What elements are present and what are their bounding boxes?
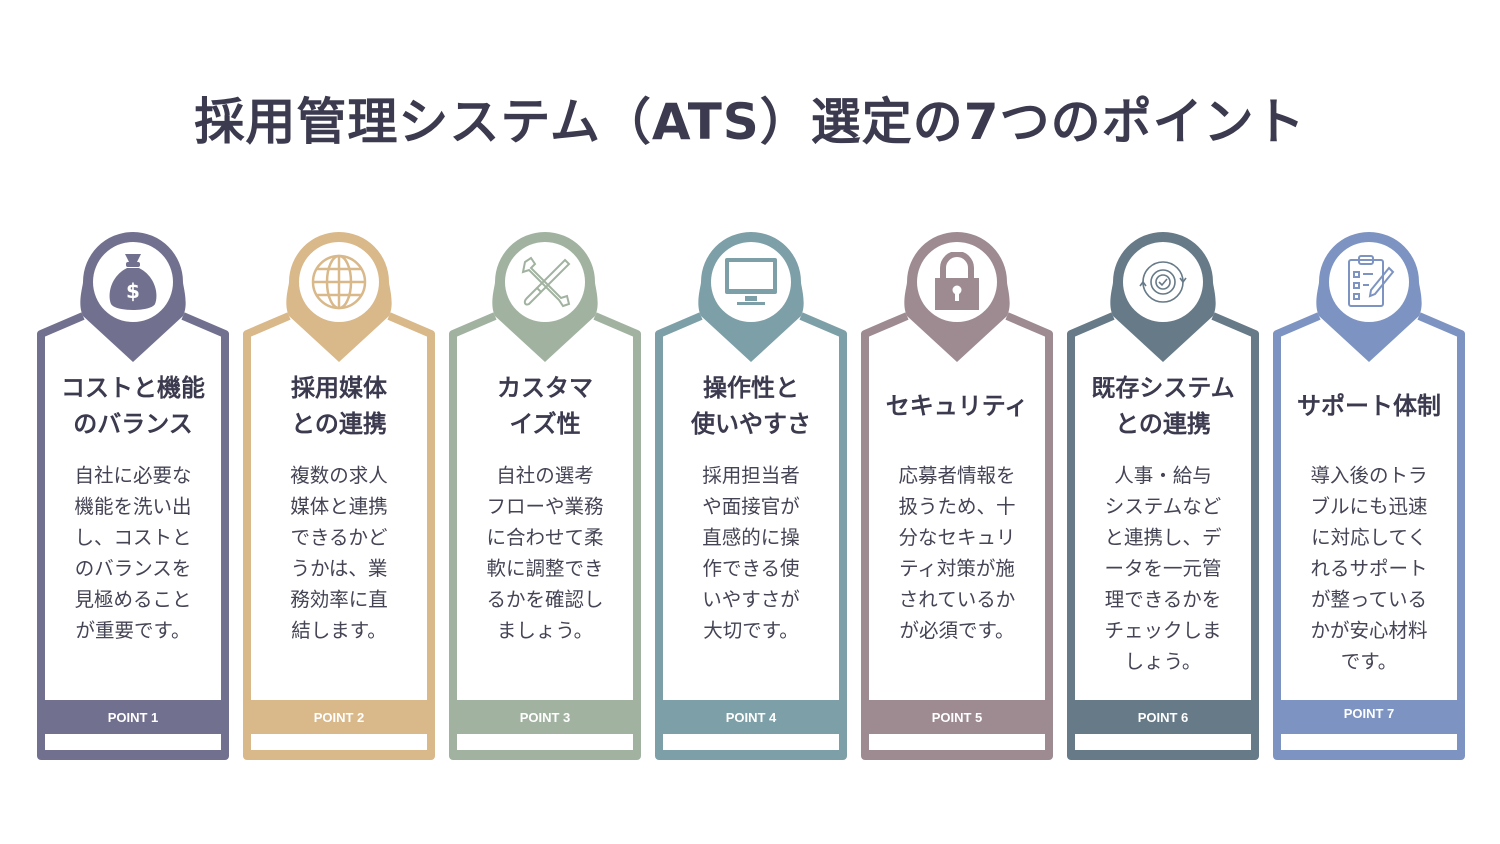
card-title-line: 操作性と <box>703 374 799 402</box>
card-description-line: 応募者情報を <box>898 464 1016 487</box>
card-description-line: 作できる使 <box>702 557 800 580</box>
card-title-line: 使いやすさ <box>691 410 811 438</box>
point-label: POINT 6 <box>1137 710 1189 725</box>
card-description-line: が必須です。 <box>899 619 1015 642</box>
card-title: サポート体制 <box>1283 388 1455 424</box>
point-label: POINT 3 <box>519 710 571 725</box>
globe-icon <box>299 242 379 322</box>
card-description-line: が整っている <box>1310 588 1428 611</box>
card-description-line: 導入後のトラ <box>1310 464 1428 487</box>
card-description-line: 直感的に操 <box>702 526 800 549</box>
monitor-icon <box>711 242 791 322</box>
card-description-line: です。 <box>1340 650 1398 673</box>
card-title: 既存システムとの連携 <box>1077 370 1249 442</box>
money-bag-icon: $ <box>93 242 173 322</box>
point-card-7: サポート体制 導入後のトラブルにも迅速に対応してくれるサポートが整っているかが安… <box>1273 220 1465 760</box>
card-description: 人事・給与システムなどと連携し、データを一元管理できるかをチェックしましょう。 <box>1087 460 1239 677</box>
card-description: 自社の選考フローや業務に合わせて柔軟に調整できるかを確認しましょう。 <box>469 460 621 646</box>
card-description: 応募者情報を扱うため、十分なセキュリティ対策が施されているかが必須です。 <box>881 460 1033 646</box>
card-description-line: 分なセキュリ <box>898 526 1016 549</box>
point-card-6: 既存システムとの連携 人事・給与システムなどと連携し、データを一元管理できるかを… <box>1067 220 1259 760</box>
card-description-line: 結します。 <box>291 619 387 642</box>
card-description-line: 人事・給与 <box>1114 464 1212 487</box>
card-description-line: いやすさが <box>702 588 800 611</box>
card-description-line: フローや業務 <box>486 495 604 518</box>
card-description-line: うかは、業 <box>290 557 388 580</box>
point-card-2: 採用媒体との連携 複数の求人媒体と連携できるかどうかは、業務効率に直結します。 … <box>243 220 435 760</box>
card-title-line: サポート体制 <box>1297 392 1441 420</box>
card-title-line: との連携 <box>291 410 387 438</box>
point-label: POINT 2 <box>313 710 365 725</box>
card-description-line: し、コストと <box>74 526 192 549</box>
point-card-5: セキュリティ 応募者情報を扱うため、十分なセキュリティ対策が施されているかが必須… <box>861 220 1053 760</box>
card-description-line: が重要です。 <box>75 619 191 642</box>
card-description-line: 自社に必要な <box>74 464 192 487</box>
card-title-line: 既存システム <box>1091 374 1235 402</box>
card-title-line: イズ性 <box>509 410 581 438</box>
gear-check-icon <box>1123 242 1203 322</box>
card-frame <box>1067 231 1259 760</box>
card-title: 操作性と使いやすさ <box>665 370 837 442</box>
point-card-1: $ コストと機能のバランス 自社に必要な機能を洗い出し、コストとのバランスを見極… <box>37 220 229 760</box>
point-label: POINT 1 <box>107 710 159 725</box>
card-title: セキュリティ <box>871 388 1043 424</box>
card-frame <box>1273 231 1465 760</box>
card-description: 複数の求人媒体と連携できるかどうかは、業務効率に直結します。 <box>263 460 415 646</box>
card-title: 採用媒体との連携 <box>253 370 425 442</box>
card-description-line: と連携し、デ <box>1104 526 1222 549</box>
card-description-line: できるかど <box>290 526 388 549</box>
card-description-line: に対応してく <box>1311 526 1427 549</box>
card-title-line: カスタマ <box>497 374 593 402</box>
point-label: POINT 5 <box>931 710 983 725</box>
card-description-line: 採用担当者 <box>702 464 800 487</box>
card-description-line: かが安心材料 <box>1310 619 1428 642</box>
tools-icon <box>505 242 585 322</box>
card-description-line: ータを一元管 <box>1104 557 1222 580</box>
card-description-line: 機能を洗い出 <box>74 495 192 518</box>
page-title: 採用管理システム（ATS）選定の7つのポイント <box>194 93 1306 151</box>
card-description: 自社に必要な機能を洗い出し、コストとのバランスを見極めることが重要です。 <box>57 460 209 646</box>
card-title-line: コストと機能 <box>61 374 205 402</box>
clipboard-pen-icon <box>1329 242 1409 322</box>
point-card-4: 操作性と使いやすさ 採用担当者や面接官が直感的に操作できる使いやすさが大切です。… <box>655 220 847 760</box>
card-description-line: 務効率に直 <box>290 588 388 611</box>
card-description-line: ティ対策が施 <box>899 557 1015 580</box>
card-description-line: ましょう。 <box>496 619 594 642</box>
card-description-line: や面接官が <box>702 495 800 518</box>
card-description-line: 見極めること <box>74 588 192 611</box>
card-description-line: れるサポート <box>1310 557 1428 580</box>
card-description-line: ブルにも迅速 <box>1310 495 1428 518</box>
card-description-line: 媒体と連携 <box>290 495 388 518</box>
lock-icon <box>917 242 997 322</box>
card-description-line: 複数の求人 <box>290 464 388 487</box>
card-description-line: しょう。 <box>1124 650 1202 673</box>
card-description-line: るかを確認し <box>486 588 604 611</box>
card-description-line: 扱うため、十 <box>898 495 1016 518</box>
card-description-line: 大切です。 <box>703 619 799 642</box>
card-title: コストと機能のバランス <box>47 370 219 442</box>
card-description-line: のバランスを <box>74 557 192 580</box>
card-title: カスタマイズ性 <box>459 370 631 442</box>
card-title-line: のバランス <box>73 410 193 438</box>
card-description-line: されているか <box>898 588 1016 611</box>
point-card-3: カスタマイズ性 自社の選考フローや業務に合わせて柔軟に調整できるかを確認しましょ… <box>449 220 641 760</box>
card-title-line: との連携 <box>1115 410 1211 438</box>
point-label: POINT 4 <box>725 710 777 725</box>
svg-text:$: $ <box>126 279 140 303</box>
card-description-line: システムなど <box>1104 495 1222 518</box>
card-description-line: チェックしま <box>1104 619 1222 642</box>
card-description-line: 自社の選考 <box>496 464 594 487</box>
card-description: 導入後のトラブルにも迅速に対応してくれるサポートが整っているかが安心材料です。 <box>1293 460 1445 677</box>
card-description-line: に合わせて柔 <box>486 526 604 549</box>
card-description-line: 軟に調整でき <box>486 557 604 580</box>
point-label: POINT 7 <box>1343 706 1395 721</box>
card-description-line: 理できるかを <box>1104 588 1222 611</box>
card-title-line: セキュリティ <box>885 392 1029 420</box>
card-title-line: 採用媒体 <box>291 374 387 402</box>
card-description: 採用担当者や面接官が直感的に操作できる使いやすさが大切です。 <box>675 460 827 646</box>
